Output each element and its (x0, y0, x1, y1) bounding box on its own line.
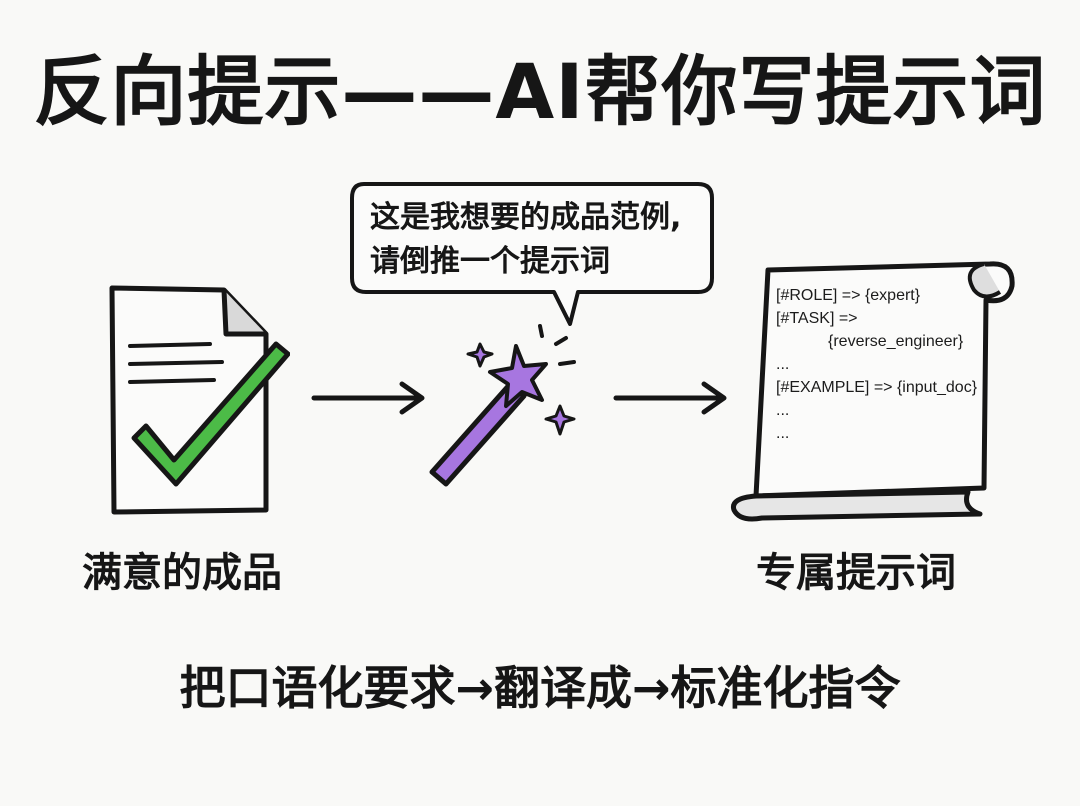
code-line: [#EXAMPLE] => {input_doc} (776, 379, 978, 396)
speech-bubble-text: 这是我想要的成品范例, 请倒推一个提示词 (370, 196, 710, 284)
bubble-line-2: 请倒推一个提示词 (370, 244, 610, 279)
right-label: 专属提示词 (756, 550, 956, 596)
arrow-right-icon (613, 381, 727, 415)
bottom-caption: 把口语化要求→翻译成→标准化指令 (179, 661, 901, 715)
magic-wand-icon (420, 322, 600, 492)
scroll-icon (722, 252, 1032, 532)
left-label: 满意的成品 (82, 550, 282, 596)
speech-bubble: 这是我想要的成品范例, 请倒推一个提示词 (342, 176, 722, 326)
code-line: [#ROLE] => {expert} (776, 287, 921, 304)
document-checkmark-icon (90, 278, 291, 518)
code-line: ... (776, 356, 790, 373)
scroll-code-block: [#ROLE] => {expert} [#TASK] => {reverse_… (776, 284, 986, 445)
arrow-right-icon (311, 381, 425, 415)
page-title: 反向提示——AI帮你写提示词 (33, 47, 1047, 136)
bubble-line-1: 这是我想要的成品范例, (370, 200, 682, 235)
code-line: {reverse_engineer} (828, 333, 964, 350)
code-line: ... (776, 402, 790, 419)
speech-bubble-outline (350, 182, 714, 326)
code-line: ... (776, 425, 790, 442)
code-line: [#TASK] => (776, 310, 858, 327)
